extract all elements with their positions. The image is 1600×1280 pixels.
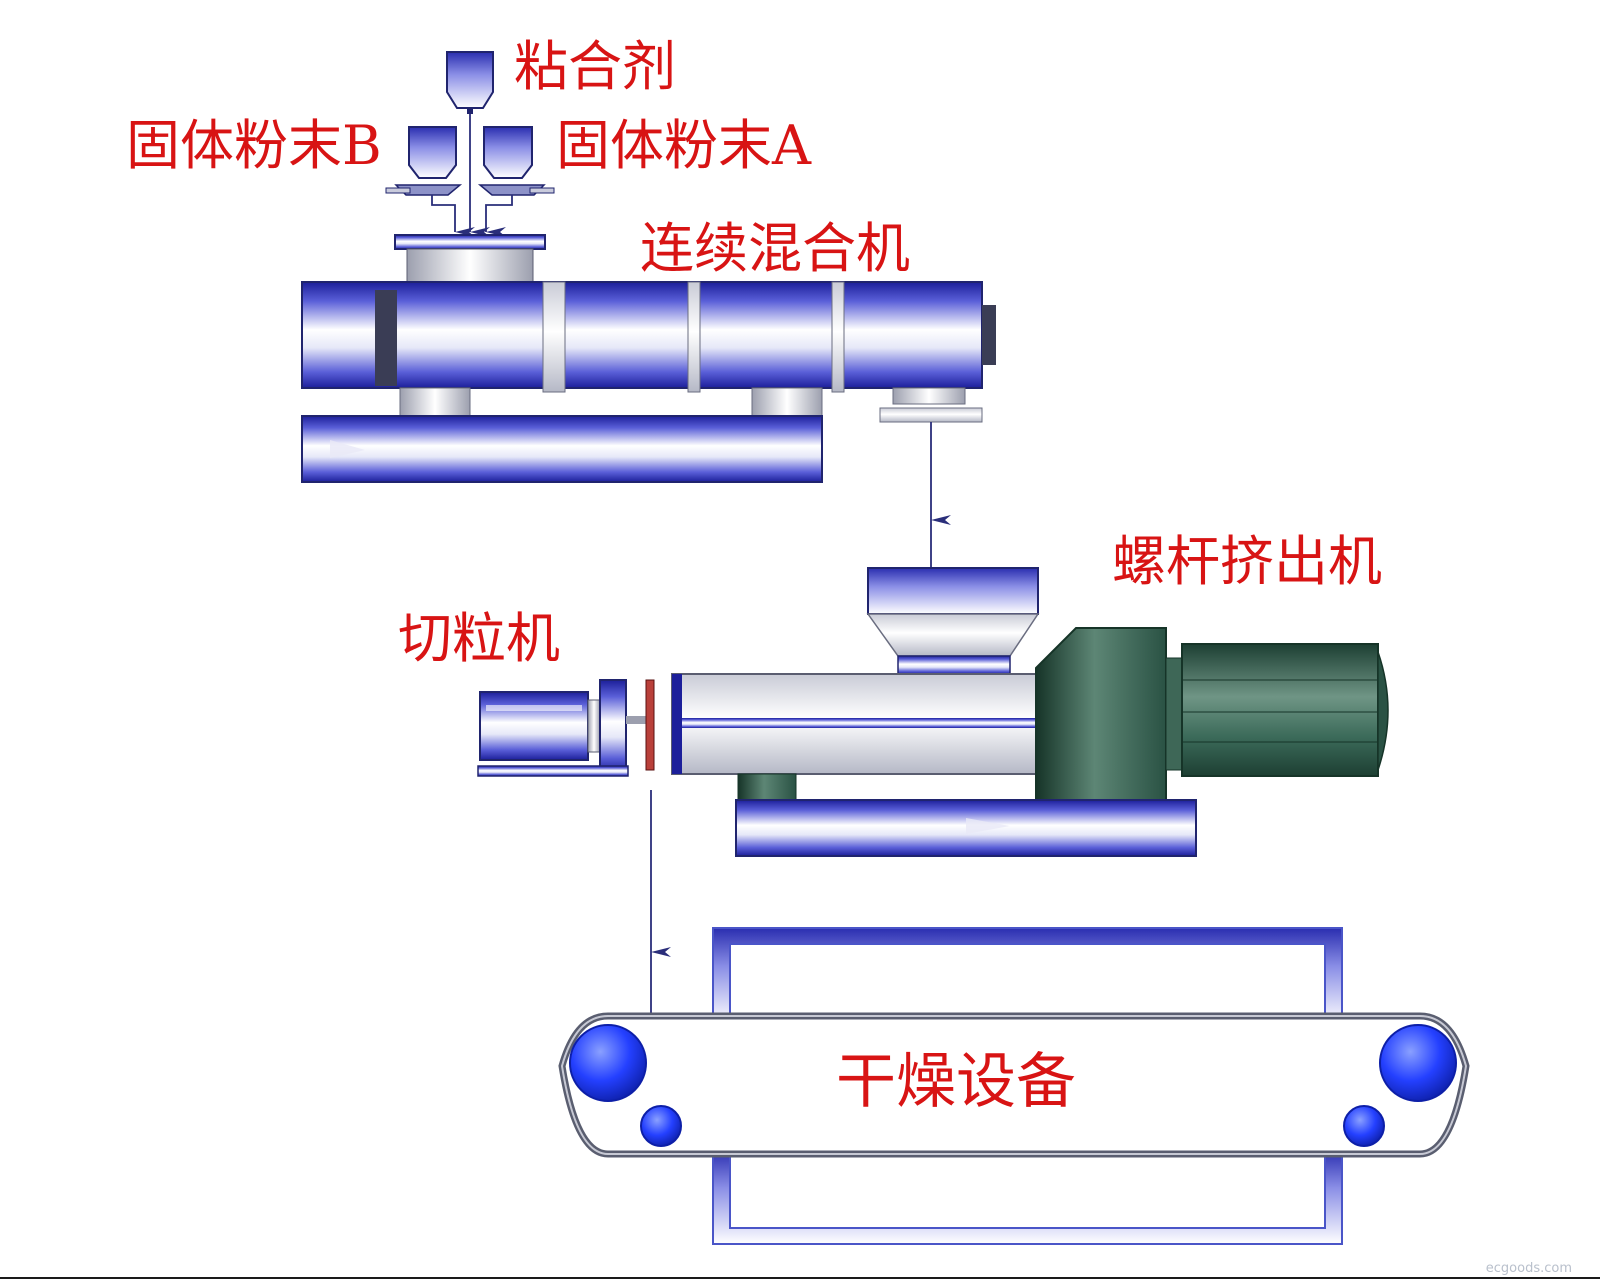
pelletizer [477,679,655,777]
dryer-idler-left [640,1105,682,1147]
pelletizer-label: 切粒机 [398,607,560,670]
screw-extruder [671,567,1389,857]
binder-label: 粘合剂 [514,35,676,98]
powder-b-hopper [385,126,463,196]
dryer-idler-right [1343,1105,1385,1147]
watermark: ecgoods.com [1485,1261,1572,1276]
powder-a-label: 固体粉末A [556,114,811,177]
extruder-label: 螺杆挤出机 [1112,530,1382,593]
continuous-mixer [301,234,996,483]
drying-equipment [558,927,1470,1245]
binder-hopper [446,51,494,114]
feed-arrows [431,114,513,237]
mixer-label: 连续混合机 [640,217,910,280]
powder-a-hopper [477,126,555,196]
dryer-roller-right [1379,1024,1457,1102]
dryer-label: 干燥设备 [836,1047,1076,1117]
dryer-roller-left [569,1024,647,1102]
powder-b-label: 固体粉末B [126,114,382,177]
